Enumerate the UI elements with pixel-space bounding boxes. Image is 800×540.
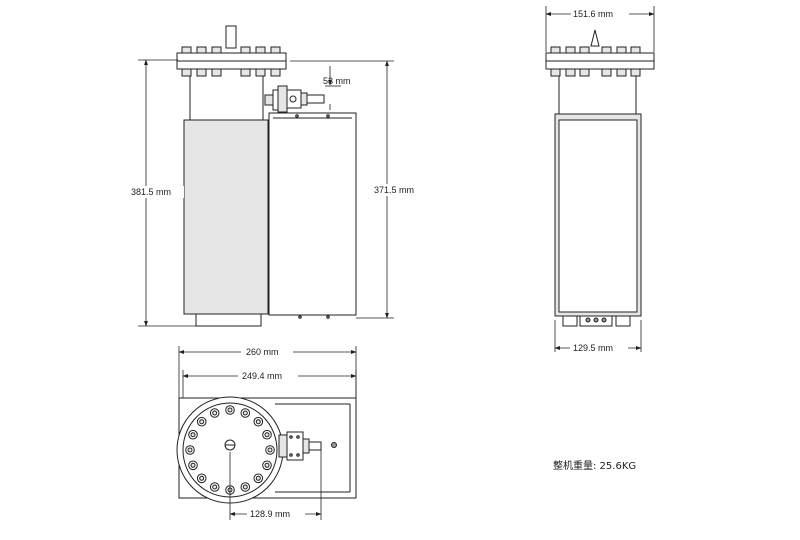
flange-bolt-hole bbox=[264, 462, 270, 468]
flange-bolt-hole bbox=[199, 475, 205, 481]
flange-bolt-hole bbox=[255, 475, 261, 481]
flange-plate-upper bbox=[176, 52, 287, 62]
weight-note: 整机重量: 25.6KG bbox=[553, 459, 636, 472]
end-flange-bolts-bottom bbox=[550, 68, 641, 77]
dim-top-overall-width: 260 mm bbox=[246, 347, 279, 357]
side-port-fitting bbox=[264, 85, 325, 113]
dim-top-body-width: 249.4 mm bbox=[242, 371, 282, 381]
flange-bolt-hole bbox=[267, 447, 273, 453]
dim-end-body-width: 129.5 mm bbox=[573, 343, 613, 353]
flange-bolts-top bbox=[181, 46, 281, 54]
flange-bolt-hole bbox=[227, 407, 233, 413]
flange-bolt-hole bbox=[264, 432, 270, 438]
dim-side-body-height: 371.5 mm bbox=[374, 185, 414, 195]
flange-bolt-hole bbox=[190, 432, 196, 438]
end-flange-bolts-top bbox=[550, 46, 641, 54]
control-box bbox=[268, 112, 357, 316]
end-nozzle bbox=[590, 29, 600, 47]
top-view: 260 mm 249.4 mm 128.9 mm bbox=[176, 346, 357, 520]
flange-bolt-hole bbox=[187, 447, 193, 453]
base-foot bbox=[195, 313, 262, 327]
top-nozzle bbox=[225, 25, 237, 49]
flange-bolt-hole bbox=[190, 462, 196, 468]
side-view: 381.5 mm 371.5 mm 53 mm bbox=[126, 25, 426, 327]
flange-bolt-hole bbox=[199, 419, 205, 425]
flange-plate-lower bbox=[176, 60, 287, 70]
flange-bolts-bottom bbox=[181, 68, 281, 77]
dim-top-port-length: 128.9 mm bbox=[250, 509, 290, 519]
flange-bolt-hole bbox=[255, 419, 261, 425]
flange-bolt-hole bbox=[242, 410, 248, 416]
main-vessel bbox=[183, 119, 269, 315]
top-side-fitting bbox=[278, 431, 322, 461]
flange-bolt-hole bbox=[212, 484, 218, 490]
end-view: 151.6 mm 129.5 mm bbox=[545, 6, 655, 354]
flange-bolt-hole bbox=[212, 410, 218, 416]
dim-side-port-offset: 53 mm bbox=[323, 76, 351, 86]
dim-side-total-height: 381.5 mm bbox=[131, 187, 171, 197]
flange-bolt-ring bbox=[185, 405, 275, 495]
flange-bolt-hole bbox=[242, 484, 248, 490]
dim-end-flange-width: 151.6 mm bbox=[573, 9, 613, 19]
